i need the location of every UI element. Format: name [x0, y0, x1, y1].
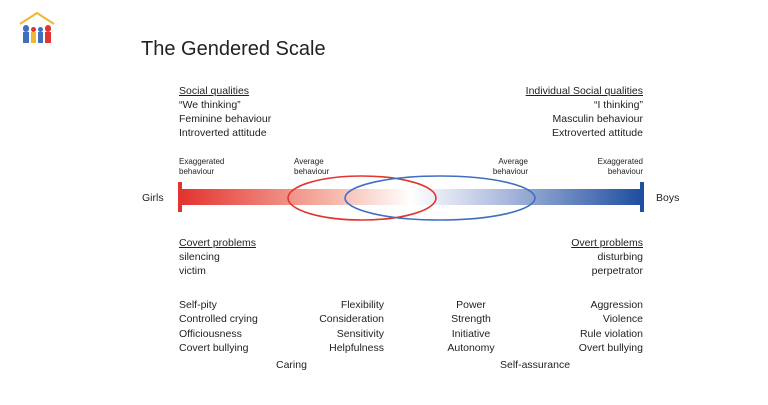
- girls-label: Girls: [142, 192, 164, 204]
- social-quality-line: Feminine behaviour: [179, 113, 272, 125]
- individual-quality-line: “I thinking”: [593, 99, 643, 111]
- trait-item: Overt bullying: [578, 341, 643, 354]
- traits-column-3: Power Strength Initiative Autonomy: [445, 298, 497, 355]
- traits-column-1: Self-pity Controlled crying Officiousnes…: [179, 298, 258, 355]
- marker-label: behaviour: [294, 167, 330, 176]
- covert-problem-item: victim: [179, 265, 206, 277]
- overt-problem-item: disturbing: [597, 251, 643, 263]
- scale-gradient-bar: [181, 189, 641, 205]
- overt-problems-block: Overt problems disturbing perpetrator: [571, 236, 643, 278]
- marker-average-left: Average behaviour: [294, 157, 329, 177]
- covert-problem-item: silencing: [179, 251, 220, 263]
- trait-item: Power: [456, 299, 486, 311]
- boys-end-cap: [640, 182, 644, 212]
- marker-exaggerated-right: Exaggerated behaviour: [598, 157, 643, 177]
- overt-problem-item: perpetrator: [591, 265, 643, 277]
- social-qualities-heading: Social qualities: [179, 85, 250, 97]
- trait-item: Helpfulness: [329, 341, 384, 354]
- masculine-ellipse: [344, 175, 536, 221]
- boys-label: Boys: [656, 192, 680, 204]
- trait-item: Self-pity: [179, 299, 217, 311]
- individual-qualities-heading: Individual Social qualities: [525, 85, 643, 97]
- marker-average-right: Average behaviour: [493, 157, 528, 177]
- feminine-ellipse: [287, 175, 437, 221]
- girls-end-cap: [178, 182, 182, 212]
- marker-label: Exaggerated: [597, 157, 643, 166]
- marker-label: Average: [498, 157, 528, 166]
- trait-item: Violence: [602, 313, 643, 326]
- trait-self-assurance: Self-assurance: [500, 359, 571, 371]
- social-quality-line: Introverted attitude: [179, 127, 267, 139]
- trait-item: Sensitivity: [336, 327, 384, 340]
- trait-caring: Caring: [276, 359, 307, 371]
- individual-quality-line: Extroverted attitude: [551, 127, 643, 139]
- covert-problems-block: Covert problems silencing victim: [179, 236, 256, 278]
- marker-exaggerated-left: Exaggerated behaviour: [179, 157, 224, 177]
- page-title: The Gendered Scale: [141, 38, 326, 60]
- trait-item: Initiative: [451, 327, 491, 340]
- marker-label: Exaggerated: [179, 157, 225, 166]
- trait-item: Strength: [451, 313, 491, 326]
- traits-column-4: Aggression Violence Rule violation Overt…: [579, 298, 643, 355]
- marker-label: behaviour: [492, 167, 528, 176]
- overt-problems-heading: Overt problems: [571, 237, 643, 249]
- trait-item: Rule violation: [579, 327, 643, 340]
- trait-item: Consideration: [319, 313, 384, 326]
- trait-item: Aggression: [590, 299, 643, 311]
- trait-item: Autonomy: [447, 341, 495, 354]
- trait-item: Covert bullying: [179, 341, 249, 354]
- marker-label: behaviour: [179, 167, 215, 176]
- trait-item: Officiousness: [179, 327, 242, 340]
- trait-item: Controlled crying: [179, 313, 258, 326]
- marker-label: Average: [294, 157, 324, 166]
- marker-label: behaviour: [607, 167, 643, 176]
- individual-qualities-block: Individual Social qualities “I thinking”…: [526, 84, 643, 140]
- traits-column-2: Flexibility Consideration Sensitivity He…: [319, 298, 384, 355]
- social-qualities-block: Social qualities “We thinking” Feminine …: [179, 84, 271, 140]
- social-quality-line: “We thinking”: [179, 99, 241, 111]
- covert-problems-heading: Covert problems: [179, 237, 257, 249]
- trait-item: Flexibility: [340, 299, 384, 311]
- individual-quality-line: Masculin behaviour: [552, 113, 643, 125]
- logo: [17, 10, 57, 50]
